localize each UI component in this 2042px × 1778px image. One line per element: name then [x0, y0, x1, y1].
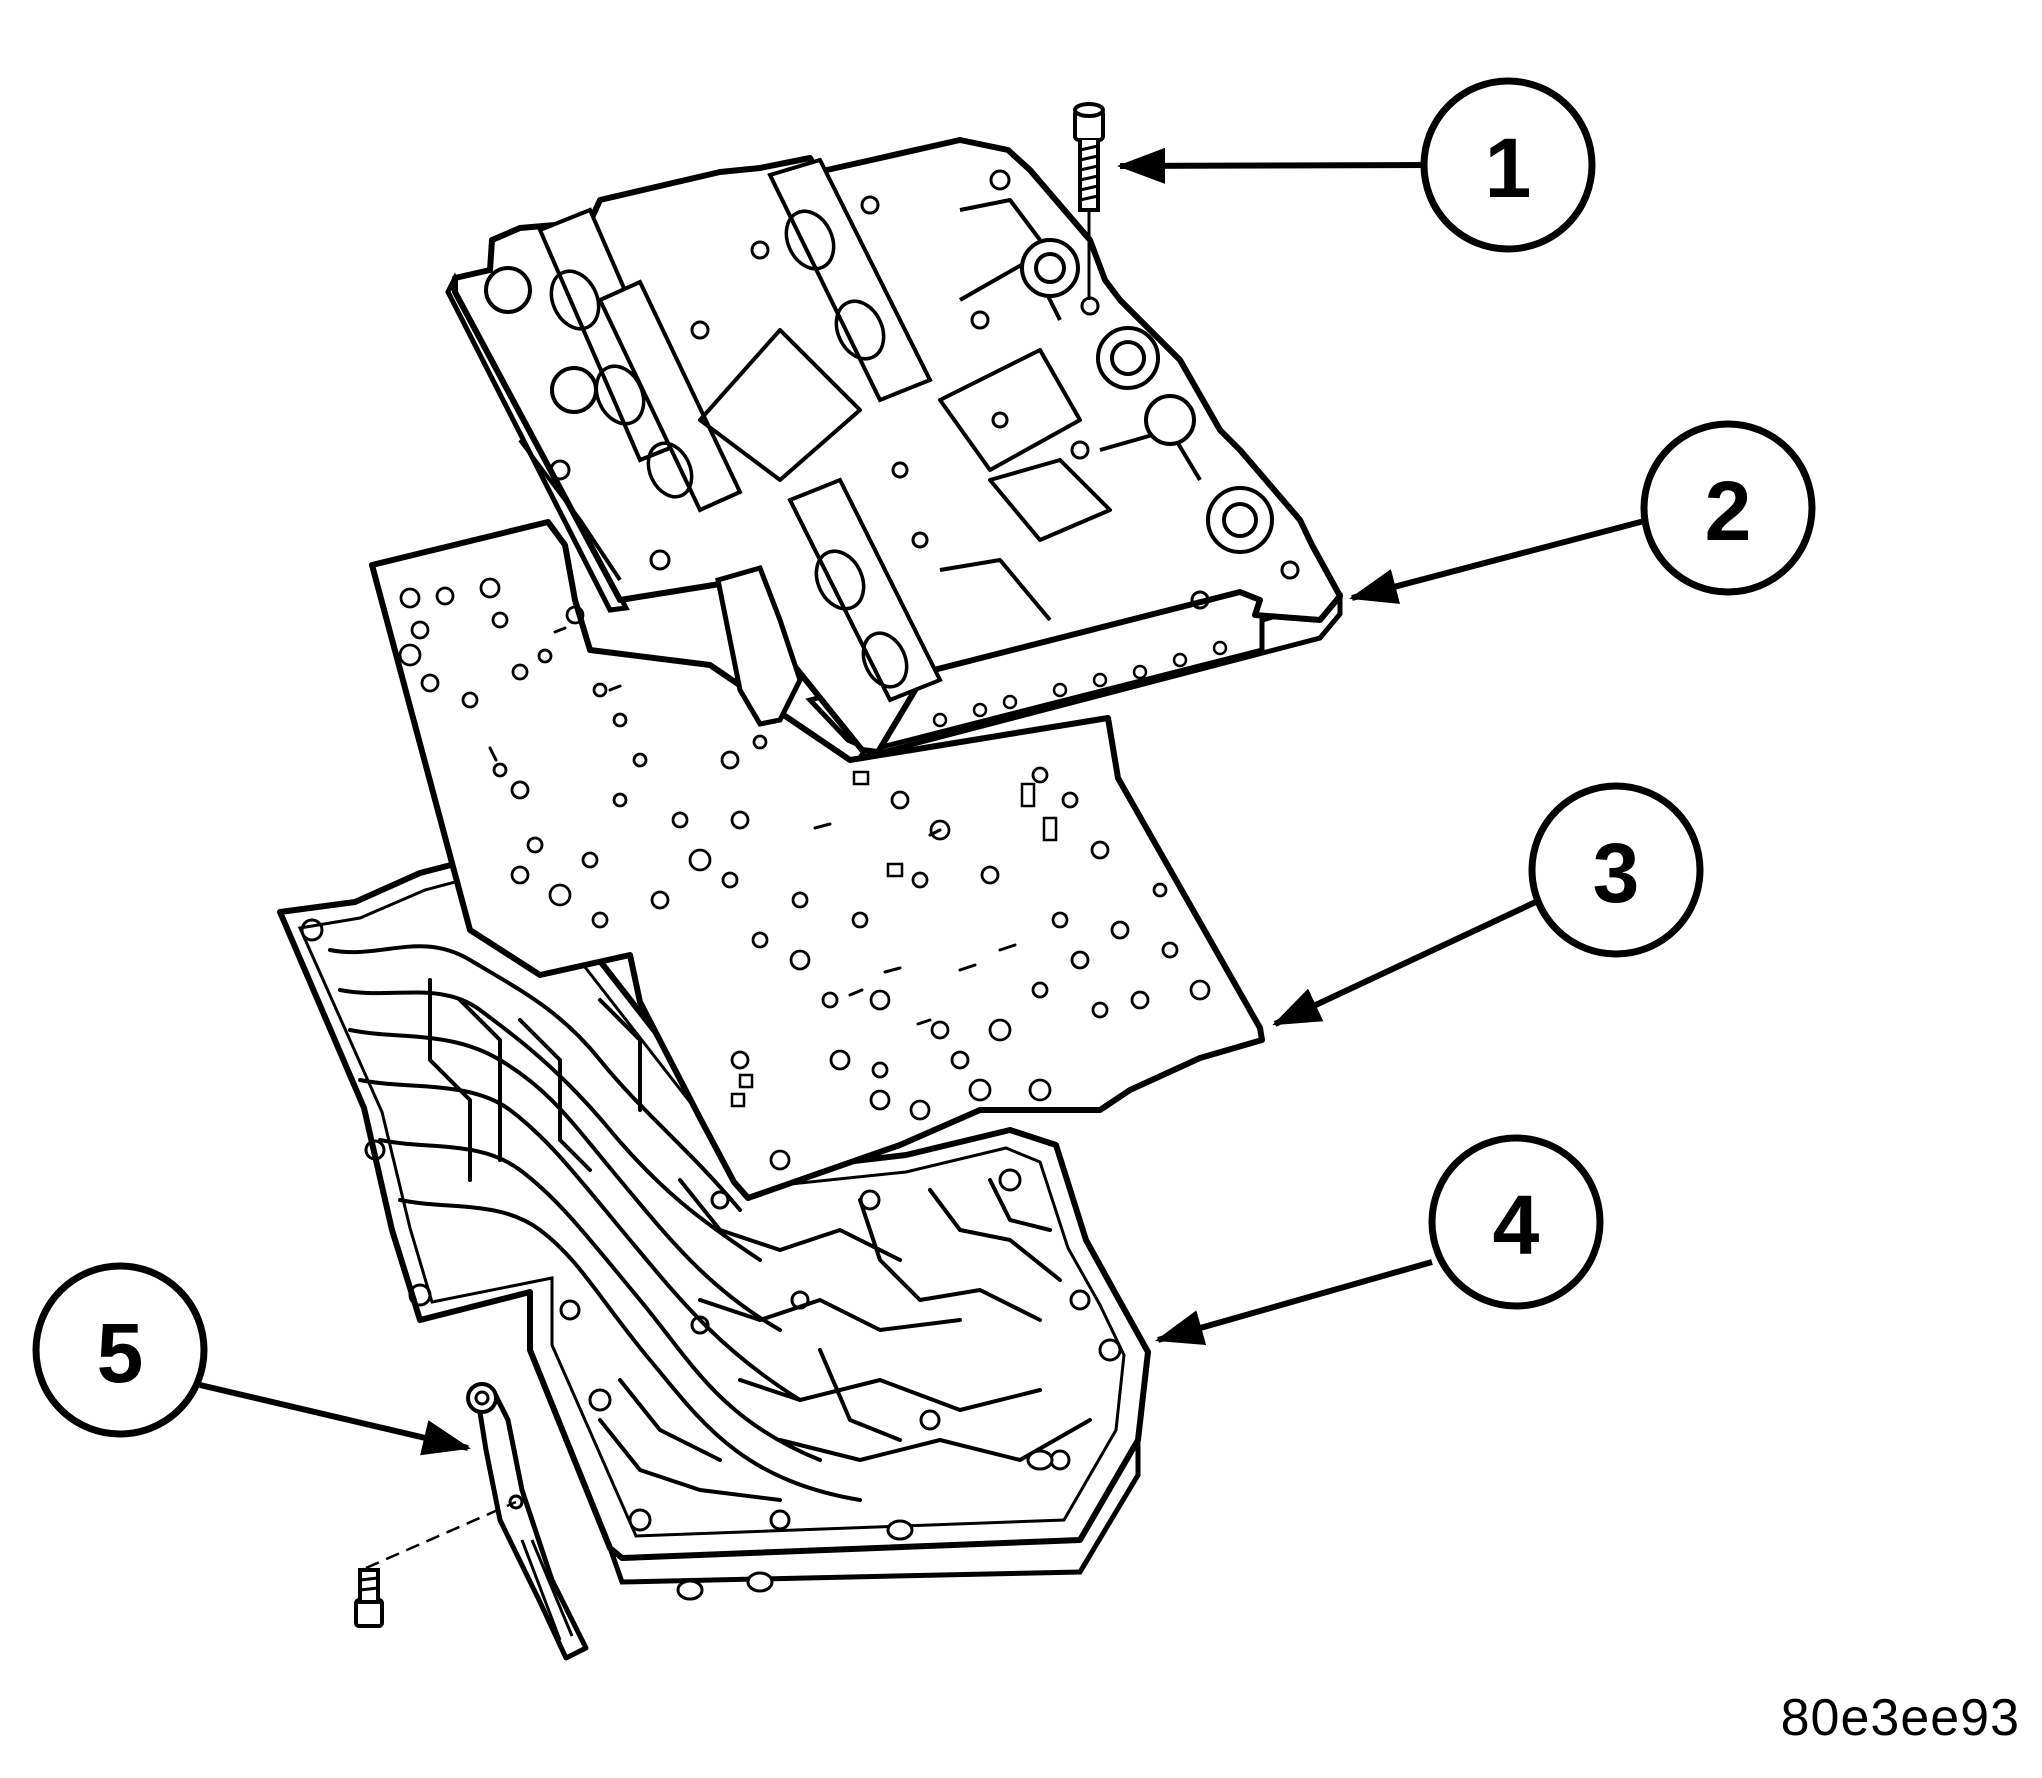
- callout-2-number: 2: [1705, 464, 1752, 558]
- leader-arrow-1: [1117, 147, 1429, 184]
- screw-bolt: [1073, 102, 1105, 300]
- separator-plate: [369, 519, 1265, 1201]
- callout-2: 2: [1640, 420, 1816, 596]
- figure-id-label: 80e3ee93: [1780, 1689, 2020, 1747]
- leader-arrow-2: [1349, 517, 1649, 604]
- callout-5: 5: [32, 1262, 208, 1438]
- callout-4: 4: [1428, 1134, 1604, 1310]
- callout-1: 1: [1420, 77, 1596, 253]
- leader-arrow-4: [1155, 1259, 1433, 1345]
- lower-valve-body: [277, 857, 1151, 1601]
- callout-5-number: 5: [97, 1306, 144, 1400]
- callout-4-number: 4: [1493, 1178, 1540, 1272]
- callout-1-number: 1: [1485, 121, 1532, 215]
- small-screw: [354, 1568, 384, 1628]
- leader-arrow-3: [1272, 897, 1542, 1027]
- leader-arrows: [199, 147, 1649, 1456]
- detent-spring-bracket: [365, 1382, 589, 1661]
- callout-3: 3: [1528, 782, 1704, 958]
- upper-valve-body: [445, 137, 1343, 763]
- callout-3-number: 3: [1593, 826, 1640, 920]
- leader-arrow-5: [199, 1382, 471, 1456]
